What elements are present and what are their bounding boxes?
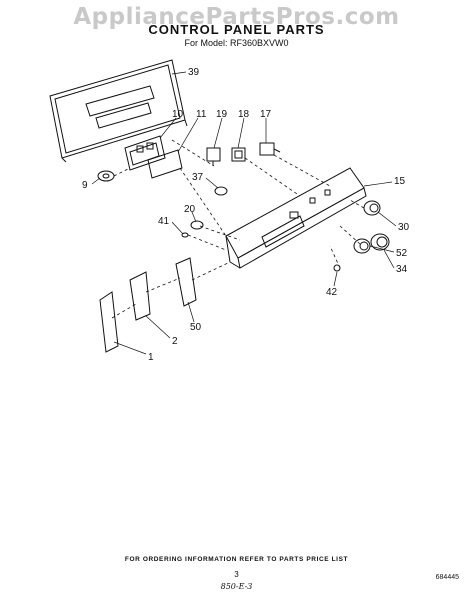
callout-1: 1: [148, 352, 154, 363]
reference-number: 684445: [435, 574, 459, 581]
part-clip-37: [214, 186, 228, 196]
callout-30: 30: [398, 222, 410, 233]
callout-39: 39: [188, 67, 200, 78]
part-knob-9: [97, 170, 115, 182]
callout-2: 2: [172, 336, 178, 347]
part-control-panel: [225, 167, 367, 269]
ordering-note: FOR ORDERING INFORMATION REFER TO PARTS …: [124, 556, 349, 563]
watermark: AppliancePartsPros.com: [73, 4, 400, 30]
part-end-cap-1: [99, 291, 119, 353]
part-bracket-50: [175, 257, 197, 307]
part-switch-17: [259, 142, 281, 156]
part-knob-34: [370, 233, 390, 251]
page-number: 3: [234, 570, 239, 579]
callout-labels: 39 10 11 19 18 17 9 37 15 20 41 30 52 34…: [82, 67, 410, 363]
callout-41: 41: [158, 216, 170, 227]
part-knob-30: [363, 200, 381, 216]
callout-52: 52: [396, 248, 408, 259]
part-knob-52: [353, 238, 371, 254]
callout-50: 50: [190, 322, 202, 333]
part-back-panel: [49, 59, 188, 163]
document-code: 850-E-3: [220, 582, 253, 591]
callout-20: 20: [184, 204, 196, 215]
callout-18: 18: [238, 109, 250, 120]
model-subtitle: For Model: RF360BXVW0: [184, 38, 289, 48]
callout-11: 11: [196, 109, 207, 120]
part-switch-18: [231, 147, 246, 162]
callout-17: 17: [260, 109, 272, 120]
part-bracket-2: [129, 271, 151, 321]
diagram-title: CONTROL PANEL PARTS: [148, 22, 325, 37]
callout-19: 19: [216, 109, 228, 120]
part-bushing-20: [190, 220, 204, 230]
callout-9: 9: [82, 180, 88, 191]
callout-42: 42: [326, 287, 338, 298]
callout-37: 37: [192, 172, 204, 183]
callout-10: 10: [172, 109, 184, 120]
callout-34: 34: [396, 264, 408, 275]
callout-15: 15: [394, 176, 406, 187]
part-plate: [147, 149, 183, 179]
part-switch-block: [124, 135, 166, 171]
